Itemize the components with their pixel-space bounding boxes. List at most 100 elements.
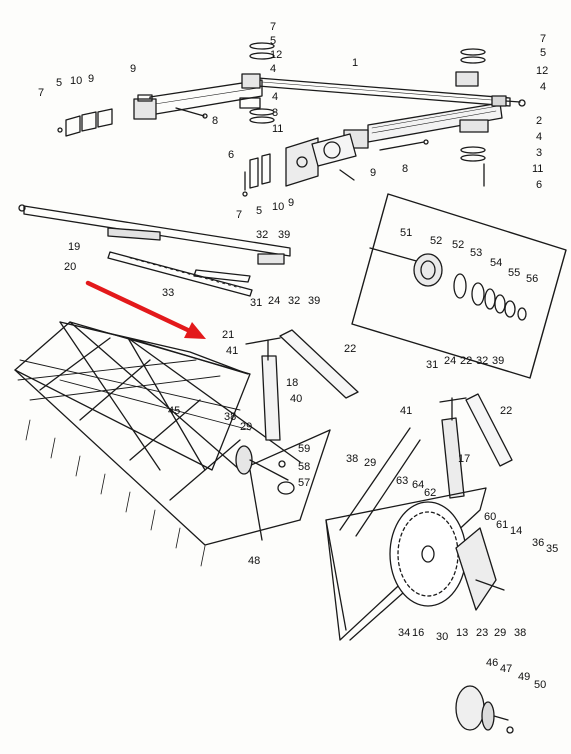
callout-4d: 4	[536, 131, 542, 143]
callout-1: 1	[352, 57, 358, 69]
callout-9: 9	[130, 63, 136, 75]
callout-32b: 32	[288, 295, 300, 307]
callout-5b: 5	[56, 77, 62, 89]
bearing-part-detail	[455, 685, 514, 734]
callout-61: 61	[496, 519, 508, 531]
callout-7b: 7	[38, 87, 44, 99]
callout-13: 13	[456, 627, 468, 639]
callout-12b: 12	[536, 65, 548, 77]
callout-23: 23	[476, 627, 488, 639]
callout-33: 33	[162, 287, 174, 299]
callout-29: 29	[240, 421, 252, 433]
callout-11b: 11	[532, 163, 543, 175]
callout-18: 18	[286, 377, 298, 389]
callout-52b: 52	[452, 239, 464, 251]
highlight-arrow	[85, 280, 206, 339]
callout-54: 54	[490, 257, 502, 269]
callout-3: 3	[272, 107, 278, 119]
callout-62: 62	[424, 487, 436, 499]
callout-22b: 22	[460, 355, 472, 367]
callout-55: 55	[508, 267, 520, 279]
callout-2: 2	[536, 115, 542, 127]
left-bracket-group	[57, 108, 113, 137]
callout-32: 32	[256, 229, 268, 241]
callout-35: 35	[546, 543, 558, 555]
callout-46: 46	[486, 657, 498, 669]
callout-9b: 9	[88, 73, 94, 85]
callout-5c: 5	[256, 205, 262, 217]
support-arms	[245, 329, 513, 499]
callout-32c: 32	[476, 355, 488, 367]
callout-31: 31	[250, 297, 262, 309]
callout-51: 51	[400, 227, 412, 239]
callout-20: 20	[64, 261, 76, 273]
callout-50: 50	[534, 679, 546, 691]
callout-22: 22	[344, 343, 356, 355]
long-tube-assembly	[133, 71, 526, 151]
callout-24b: 24	[444, 355, 456, 367]
callout-6: 6	[228, 149, 234, 161]
callout-49: 49	[518, 671, 530, 683]
callout-11: 11	[272, 123, 283, 135]
hub-and-shaft	[235, 445, 295, 541]
center-plate-group	[242, 133, 357, 197]
callout-3b: 3	[536, 147, 542, 159]
callout-16: 16	[412, 627, 424, 639]
callout-4b: 4	[272, 91, 278, 103]
callout-5d: 5	[540, 47, 546, 59]
callout-63: 63	[396, 475, 408, 487]
callout-4: 4	[270, 63, 276, 75]
callout-38b: 38	[346, 453, 358, 465]
callout-39c: 39	[492, 355, 504, 367]
callout-17: 17	[458, 453, 470, 465]
callout-9d: 9	[370, 167, 376, 179]
callout-58: 58	[298, 461, 310, 473]
right-spacer-stack	[249, 42, 486, 187]
side-frame-and-disc	[325, 427, 505, 641]
callout-7: 7	[270, 21, 276, 33]
callout-39b: 39	[308, 295, 320, 307]
callout-29c: 29	[494, 627, 506, 639]
callout-24: 24	[268, 295, 280, 307]
callout-31b: 31	[426, 359, 438, 371]
callout-41b: 41	[400, 405, 412, 417]
callout-5: 5	[270, 35, 276, 47]
beam-and-strip	[18, 204, 291, 297]
callout-4c: 4	[540, 81, 546, 93]
callout-22c: 22	[500, 405, 512, 417]
callout-57: 57	[298, 477, 310, 489]
callout-60: 60	[484, 511, 496, 523]
callout-29b: 29	[364, 457, 376, 469]
callout-52: 52	[430, 235, 442, 247]
callout-64: 64	[412, 479, 424, 491]
reel-frame	[14, 321, 331, 567]
callout-53: 53	[470, 247, 482, 259]
callout-56: 56	[526, 273, 538, 285]
callout-38: 38	[224, 411, 236, 423]
callout-7c: 7	[236, 209, 242, 221]
callout-10: 10	[70, 75, 82, 87]
callout-45: 45	[168, 405, 180, 417]
callout-48: 48	[248, 555, 260, 567]
callout-7d: 7	[540, 33, 546, 45]
callout-6b: 6	[536, 179, 542, 191]
callout-19: 19	[68, 241, 80, 253]
callout-41: 41	[226, 345, 238, 357]
callout-8b: 8	[402, 163, 408, 175]
callout-34: 34	[398, 627, 410, 639]
bearing-assembly-box	[351, 193, 567, 379]
callout-39: 39	[278, 229, 290, 241]
callout-10b: 10	[272, 201, 284, 213]
callout-8: 8	[212, 115, 218, 127]
callout-47: 47	[500, 663, 512, 675]
callout-38c: 38	[514, 627, 526, 639]
callout-36: 36	[532, 537, 544, 549]
callout-59: 59	[298, 443, 310, 455]
callout-12: 12	[270, 49, 282, 61]
callout-21: 21	[222, 329, 234, 341]
callout-30: 30	[436, 631, 448, 643]
callout-9c: 9	[288, 197, 294, 209]
